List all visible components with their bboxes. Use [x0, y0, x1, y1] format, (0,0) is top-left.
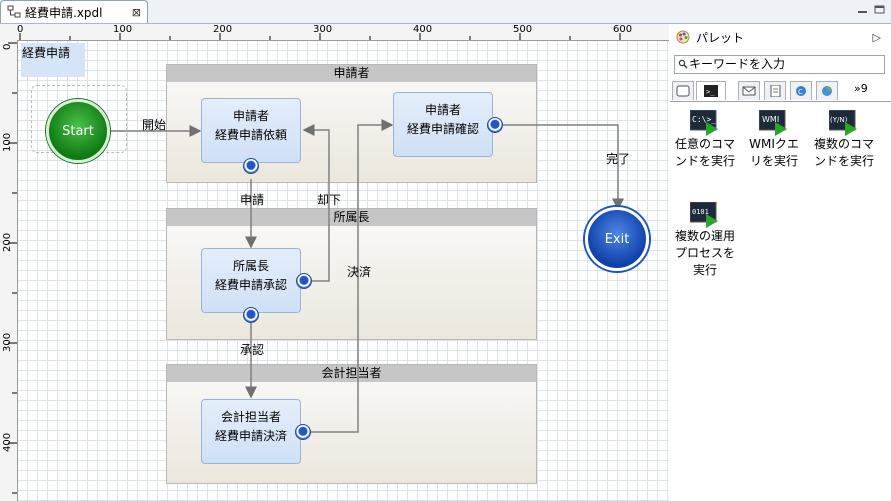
activity-role: 申請者	[232, 109, 269, 123]
close-icon[interactable]: ⊠	[131, 5, 141, 19]
output-port-icon[interactable]	[487, 117, 503, 133]
ruler-label: 300	[313, 24, 333, 35]
badge: WMI	[762, 115, 779, 124]
activity-request[interactable]: 申請者 経費申請依頼	[201, 98, 301, 163]
ruler-label: 200	[2, 232, 13, 252]
activity-role: 所属長	[232, 259, 269, 273]
ruler-label: 400	[413, 24, 433, 35]
ruler-label: 600	[613, 24, 633, 35]
lane-title: 所属長	[167, 209, 536, 226]
ruler-label: 100	[113, 24, 133, 35]
editor-tabbar: 経費申請.xpdl ⊠	[0, 0, 891, 24]
tool-label: WMIクエリを実行	[749, 137, 799, 168]
edge-label-reject[interactable]: 却下	[317, 193, 342, 207]
svg-text:>_: >_	[706, 88, 715, 96]
lane-title: 申請者	[167, 65, 536, 82]
activity-task: 経費申請依頼	[214, 128, 287, 142]
activity-role: 会計担当者	[220, 410, 281, 424]
tool-label: 複数のコマンドを実行	[814, 137, 875, 168]
activity-task: 経費申請決済	[214, 429, 287, 443]
wmi-icon: WMI	[758, 109, 789, 136]
ruler-label: 200	[213, 24, 233, 35]
activity-role: 申請者	[424, 103, 461, 117]
tab-document[interactable]	[764, 81, 786, 100]
ruler-corner	[0, 24, 18, 41]
process-file-icon	[7, 5, 21, 19]
edge-label-done[interactable]: 完了	[606, 152, 631, 166]
search-icon	[678, 57, 688, 76]
activity-settle[interactable]: 会計担当者 経費申請決済	[201, 399, 301, 464]
tab-general[interactable]	[672, 81, 694, 100]
tab-mail[interactable]	[738, 81, 760, 100]
diagram-canvas[interactable]: 経費申請 申請者 所属長 会計担当者 Start Exit 申請者 経費申請依頼	[18, 41, 669, 501]
tool-run-ops-process[interactable]: 0101 複数の運用プロセスを実行	[675, 201, 736, 279]
tab-network[interactable]	[816, 81, 838, 100]
vertical-ruler: 0 100 200 300 400	[0, 40, 18, 501]
edge-label-approve[interactable]: 承認	[240, 343, 265, 357]
ruler-label: 100	[2, 132, 13, 152]
tab-label: 経費申請.xpdl	[25, 5, 103, 20]
badge: (Y/N)	[830, 116, 848, 124]
activity-task: 経費申請確認	[406, 122, 479, 136]
tool-label: 任意のコマンドを実行	[675, 137, 736, 168]
badge: C:\>_	[692, 115, 716, 124]
horizontal-ruler: 0 100 200 300 400 500 600	[17, 24, 669, 41]
ops-process-icon: 0101	[689, 201, 720, 228]
palette-panel: パレット ▷ キーワードを入力 >_ C »9 C:\>_	[670, 24, 891, 501]
edge-label-apply[interactable]: 申請	[240, 193, 265, 207]
activity-task: 経費申請承認	[214, 278, 287, 292]
collapse-icon[interactable]: ▷	[872, 30, 881, 44]
ruler-label: 0	[2, 43, 13, 50]
ruler-label: 300	[2, 332, 13, 352]
palette-title: パレット	[696, 30, 745, 45]
palette-search-input[interactable]: キーワードを入力	[674, 55, 885, 74]
exit-event[interactable]: Exit	[585, 207, 649, 271]
palette-tabs: >_ C »9	[670, 79, 891, 102]
tab-expense-xpdl[interactable]: 経費申請.xpdl ⊠	[0, 0, 148, 23]
tool-run-wmi[interactable]: WMI WMIクエリを実行	[744, 109, 804, 170]
output-port-icon[interactable]	[296, 273, 312, 289]
tab-commands[interactable]: >_	[696, 81, 726, 100]
connectors	[109, 119, 624, 433]
minimize-icon[interactable]	[857, 4, 869, 14]
ruler-label: 500	[513, 24, 533, 35]
svg-text:C: C	[798, 88, 803, 96]
lane-title: 会計担当者	[167, 365, 536, 382]
edge-label-start[interactable]: 開始	[142, 118, 167, 132]
badge: 0101	[692, 208, 709, 216]
tab-cloud[interactable]: C	[790, 81, 812, 100]
multi-command-icon: (Y/N)	[828, 109, 859, 136]
ruler-label: 400	[2, 432, 13, 452]
process-name-label[interactable]: 経費申請	[21, 43, 85, 77]
output-port-icon[interactable]	[243, 158, 259, 174]
activity-confirm[interactable]: 申請者 経費申請確認	[393, 92, 493, 157]
tool-run-multi-command[interactable]: (Y/N) 複数のコマンドを実行	[814, 109, 875, 170]
command-icon: C:\>_	[689, 109, 720, 136]
more-tabs-icon[interactable]: »9	[854, 82, 868, 95]
activity-approve[interactable]: 所属長 経費申請承認	[201, 248, 301, 313]
start-event[interactable]: Start	[46, 99, 110, 163]
output-port-icon[interactable]	[243, 307, 259, 323]
maximize-icon[interactable]	[874, 4, 886, 14]
output-port-icon[interactable]	[295, 424, 311, 440]
edge-label-settle[interactable]: 決済	[347, 265, 372, 279]
ruler-label: 0	[17, 24, 24, 35]
tool-label: 複数の運用プロセスを実行	[675, 229, 736, 277]
search-placeholder: キーワードを入力	[689, 57, 786, 71]
palette-header: パレット ▷	[670, 24, 891, 50]
palette-icon	[676, 30, 690, 44]
tool-run-command[interactable]: C:\>_ 任意のコマンドを実行	[675, 109, 736, 170]
